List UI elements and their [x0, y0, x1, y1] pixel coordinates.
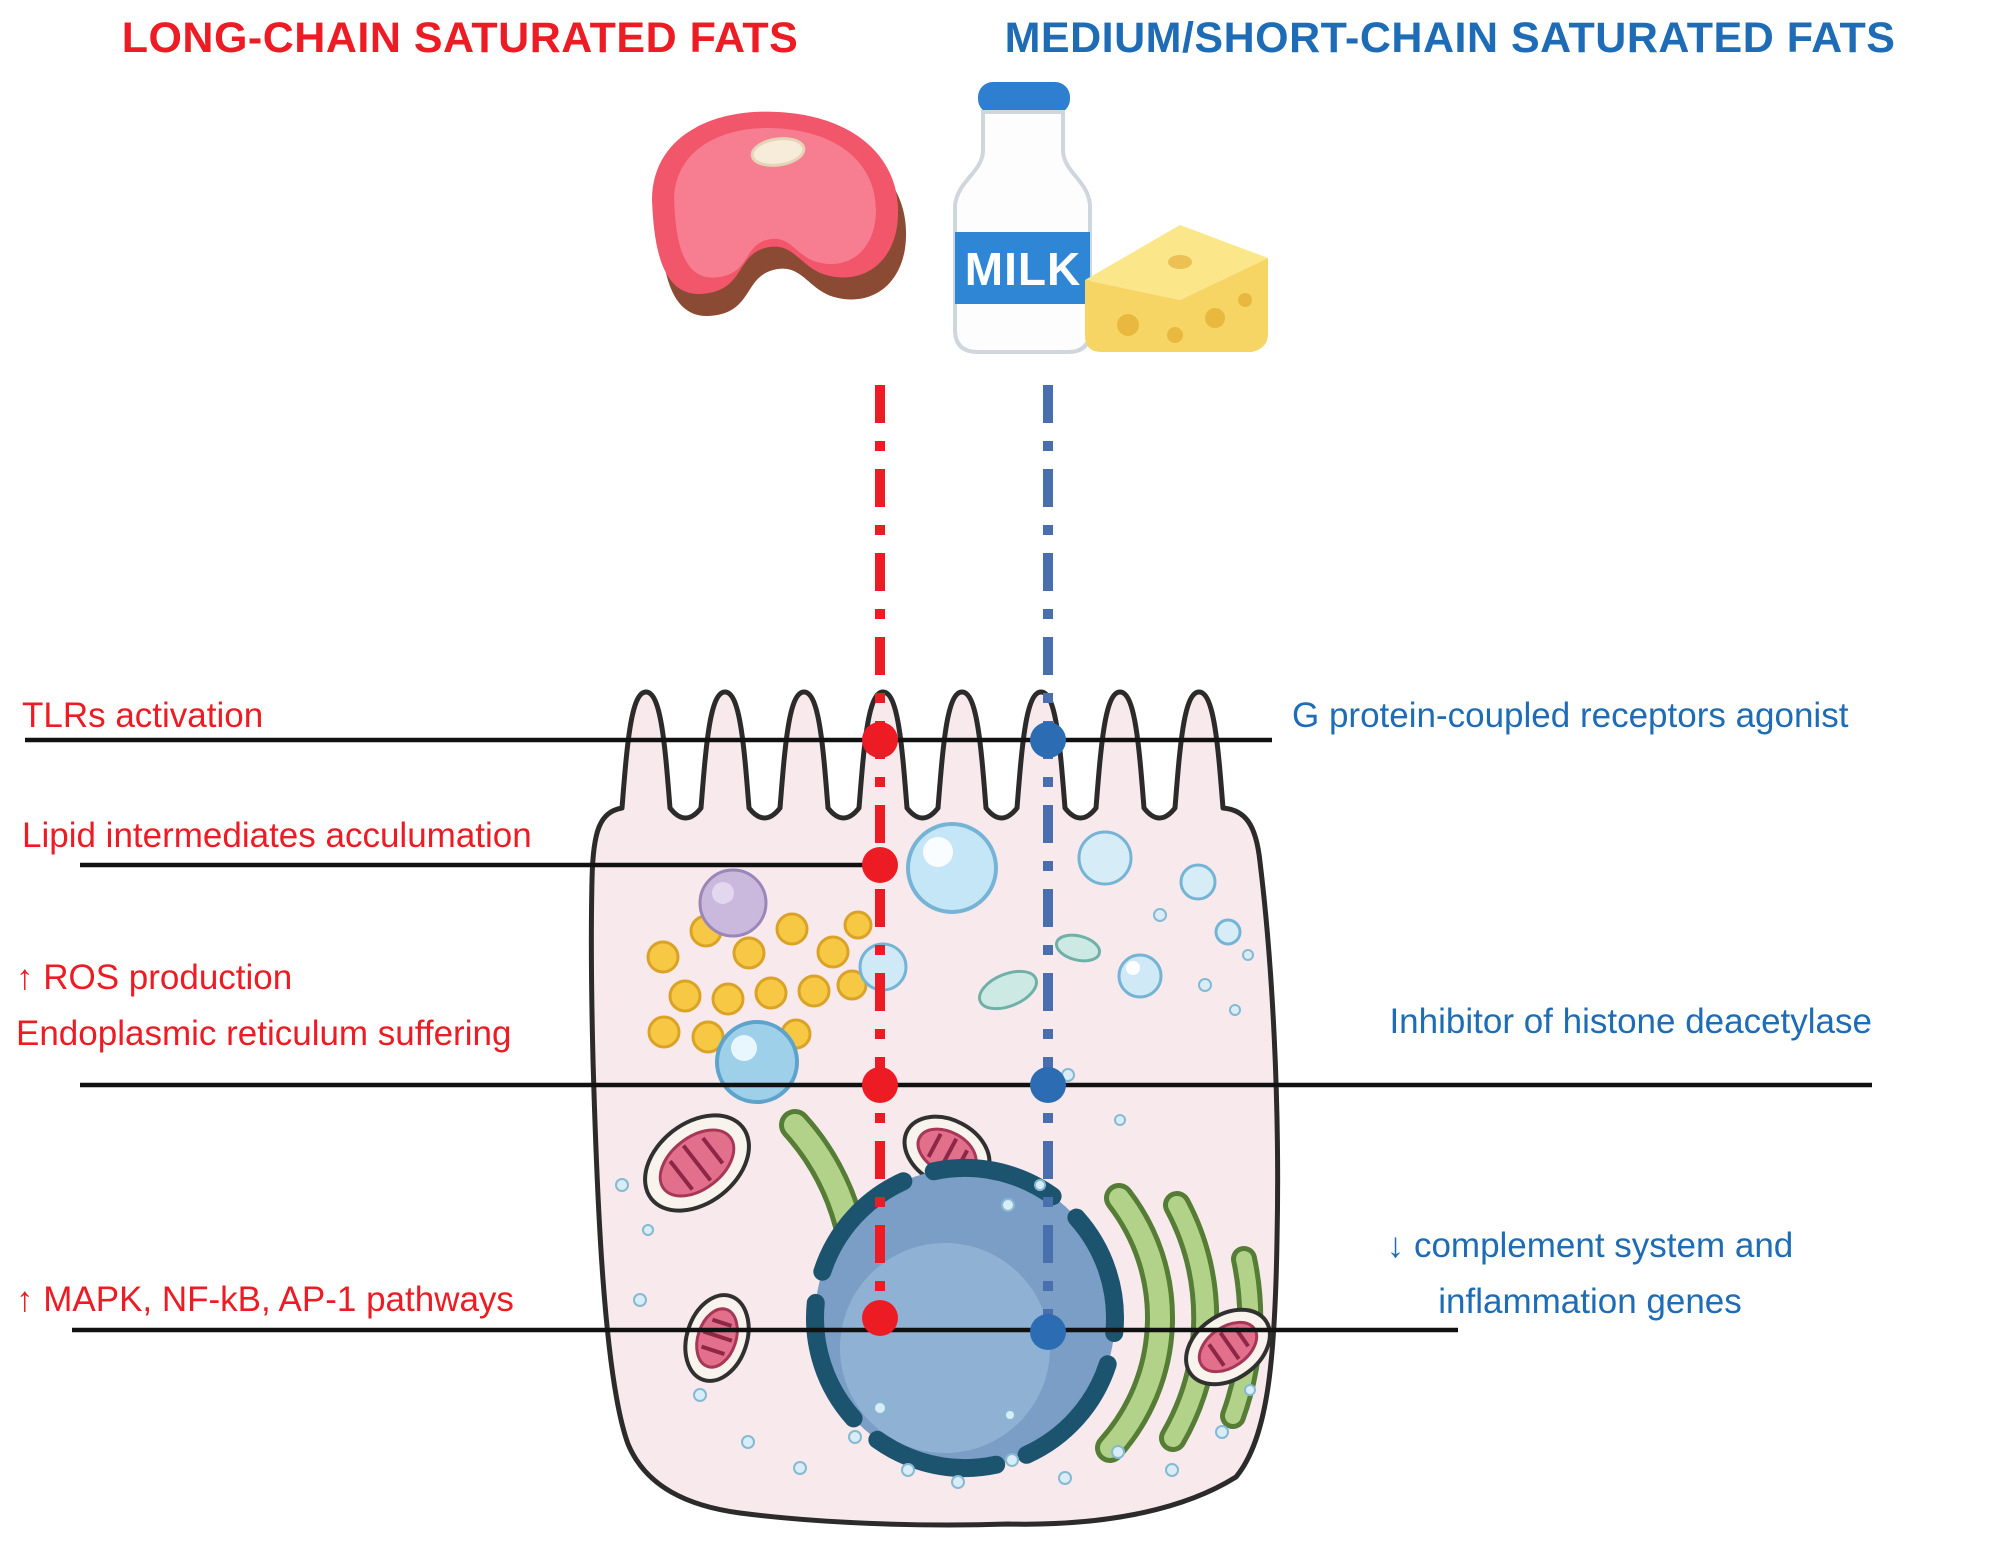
- title-long-chain: LONG-CHAIN SATURATED FATS: [121, 14, 799, 62]
- label-complement-system: ↓ complement system and: [1386, 1226, 1794, 1265]
- label-lipid-intermediates: Lipid intermediates acculumation: [22, 816, 532, 855]
- label-tlrs-activation: TLRs activation: [22, 696, 264, 735]
- lysosome: [698, 868, 768, 938]
- label-complement-inflammation: ↓ complement system and inflammation gen…: [1300, 1218, 1880, 1330]
- milk-bottle-icon: MILK: [953, 82, 1092, 354]
- vesicles: [715, 822, 1242, 1104]
- title-medium-short-chain: MEDIUM/SHORT-CHAIN SATURATED FATS: [1004, 14, 1896, 62]
- milk-label: MILK: [965, 243, 1081, 295]
- blue-action-dots: [1030, 722, 1066, 1350]
- label-gpcr-agonist: G protein-coupled receptors agonist: [1292, 696, 1849, 735]
- label-ros-er: ↑ ROS production Endoplasmic reticulum s…: [16, 950, 511, 1062]
- mitochondrion-3: [683, 1293, 751, 1383]
- label-hdac-inhibitor: Inhibitor of histone deacetylase: [1389, 1002, 1872, 1041]
- nucleus: [806, 1159, 1124, 1477]
- label-inflammation-genes: inflammation genes: [1438, 1282, 1742, 1321]
- steak-icon: [652, 111, 907, 317]
- label-er-suffering: Endoplasmic reticulum suffering: [16, 1014, 512, 1053]
- red-action-dots: [862, 722, 898, 1336]
- cheese-wedge-icon: [1085, 225, 1268, 352]
- label-ros-production: ↑ ROS production: [16, 958, 293, 997]
- label-mapk-pathways: ↑ MAPK, NF-kB, AP-1 pathways: [16, 1280, 514, 1319]
- ribosome-dots: [615, 908, 1256, 1489]
- mitochondrion-1: [643, 1113, 751, 1213]
- glycogen-granules: [646, 910, 873, 1057]
